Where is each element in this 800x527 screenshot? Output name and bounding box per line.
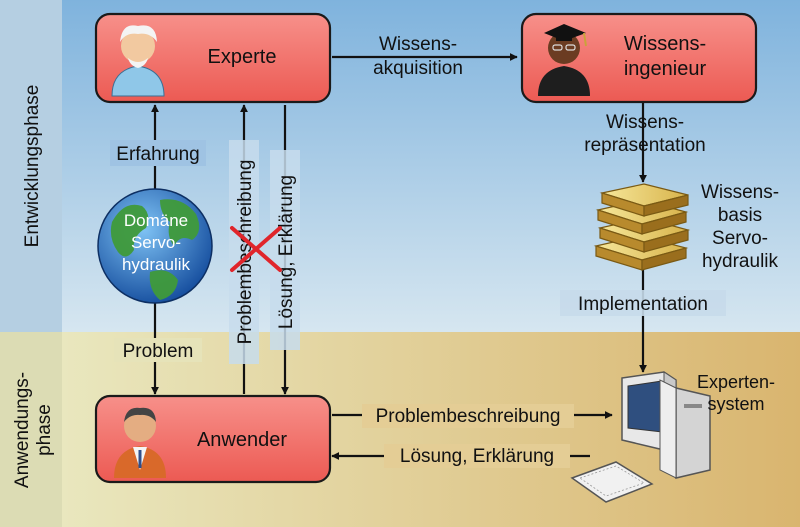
knowledge-base-label-line2: basis xyxy=(718,205,762,226)
knowledge-engineer-label-line2: ingenieur xyxy=(624,58,707,80)
expert-system-label-line2: system xyxy=(707,394,764,414)
expert-node: Experte xyxy=(94,12,332,104)
domain-label-line2: Servo- xyxy=(131,233,181,252)
domain-label-line1: Domäne xyxy=(124,211,188,230)
expert-person-icon xyxy=(111,25,165,97)
user-person-icon xyxy=(114,407,166,478)
acquisition-label-line1: Wissens- xyxy=(379,34,457,55)
problem-description-to-system-label-bg xyxy=(362,404,574,428)
solution-label: Lösung, Erklärung xyxy=(276,175,297,329)
representation-label-line1: Wissens- xyxy=(606,112,684,133)
expert-label: Experte xyxy=(208,46,277,68)
solution-from-system-label: Lösung, Erklärung xyxy=(400,446,554,467)
expert-system-node: Experten- system xyxy=(570,371,775,503)
acquisition-label-line2: akquisition xyxy=(373,58,463,79)
problem-label-bg xyxy=(114,338,202,362)
development-phase-label: Entwicklungsphase xyxy=(22,85,43,248)
knowledge-base-label-line3: Servo- xyxy=(712,228,768,249)
knowledge-base-node: Wissens- basis Servo- hydraulik xyxy=(593,182,779,272)
solution-from-system-label-bg xyxy=(384,444,570,468)
problem-label: Problem xyxy=(123,341,194,362)
experience-label-bg xyxy=(110,140,206,166)
domain-label-line3: hydraulik xyxy=(122,255,191,274)
experience-label: Erfahrung xyxy=(116,144,199,165)
expert-system-label-line1: Experten- xyxy=(697,372,775,392)
problem-description-to-system-label: Problembeschreibung xyxy=(376,406,561,427)
representation-label-line2: repräsentation xyxy=(584,135,705,156)
problem-description-label: Problembeschreibung xyxy=(235,160,256,345)
application-phase-label-line2: phase xyxy=(34,404,55,456)
application-phase-label-line1: Anwendungs- xyxy=(12,372,33,488)
knowledge-base-label-line1: Wissens- xyxy=(701,182,779,203)
application-phase-strip xyxy=(0,332,62,527)
solution-label-bg xyxy=(270,150,300,350)
knowledge-engineer-label-line1: Wissens- xyxy=(624,33,706,55)
book-stack-icon xyxy=(593,183,691,271)
graduate-person-icon xyxy=(538,24,590,96)
blocked-cross-icon xyxy=(230,226,282,272)
user-node: Anwender xyxy=(94,394,332,484)
knowledge-engineer-node: Wissens- ingenieur xyxy=(520,12,758,104)
user-label: Anwender xyxy=(197,429,287,451)
domain-node: Domäne Servo- hydraulik xyxy=(97,188,213,304)
knowledge-base-label-line4: hydraulik xyxy=(702,251,779,272)
computer-icon xyxy=(570,371,711,503)
implementation-label-bg xyxy=(560,290,726,316)
development-phase-strip xyxy=(0,0,62,332)
implementation-label: Implementation xyxy=(578,294,708,315)
